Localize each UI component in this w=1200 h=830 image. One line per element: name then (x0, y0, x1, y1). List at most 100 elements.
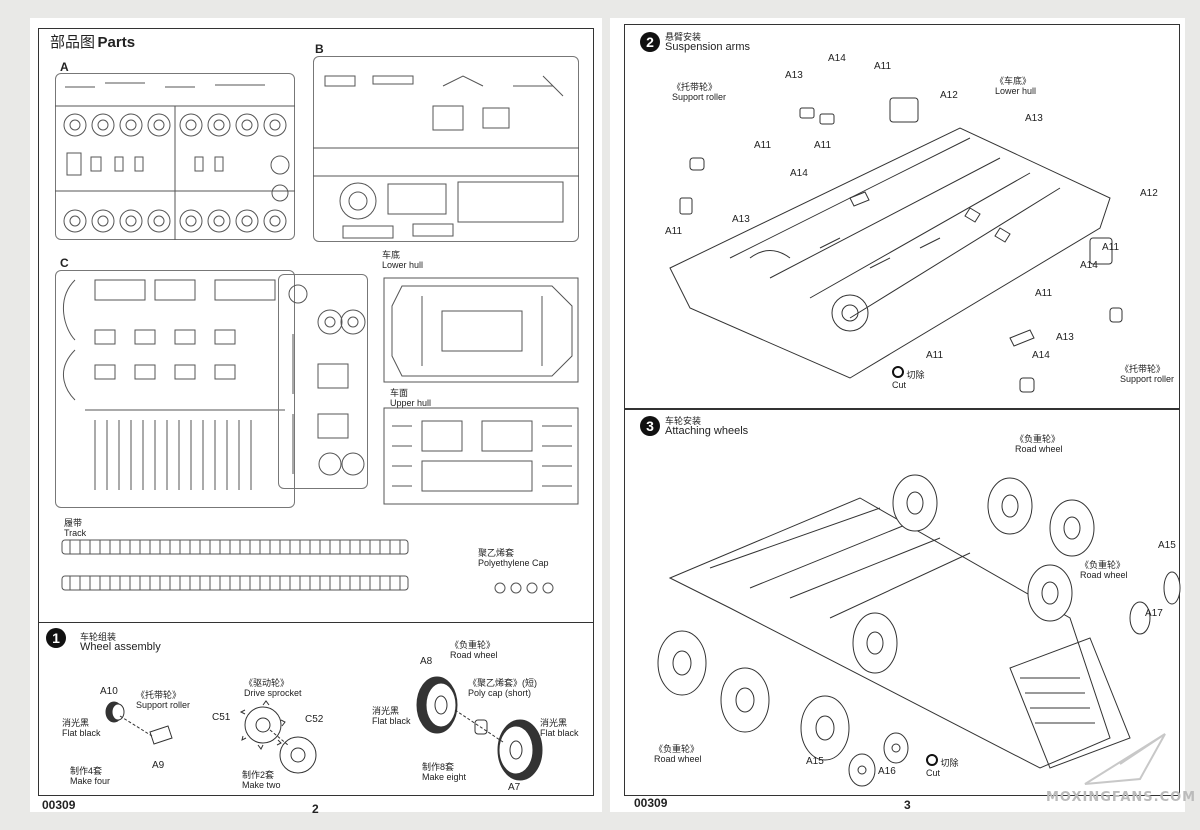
step2-part-a13-4: A13 (1056, 332, 1074, 343)
sprue-b-frame (313, 56, 579, 242)
kit-code-right: 00309 (634, 796, 668, 810)
left-page: 部品图 Parts A B C (30, 18, 602, 816)
support-roller-label: 《托带轮》 Support roller (136, 690, 190, 710)
part-c52: C52 (305, 714, 324, 725)
step2-part-a11-5: A11 (1102, 242, 1120, 253)
step2-frame (624, 24, 1180, 409)
sprue-letter-c: C (60, 256, 69, 270)
scissors-cut-icon (892, 366, 904, 378)
step2-part-a12-2: A12 (1140, 188, 1158, 199)
step3-road-wheel-bottom-cn: 《负重轮》 (654, 744, 700, 754)
sprue-letter-a: A (60, 60, 69, 74)
step3-title: 车轮安装 Attaching wheels (665, 416, 749, 437)
step2-part-a11-3: A11 (814, 140, 832, 151)
part-a10: A10 (100, 686, 118, 697)
sprue-letter-b: B (315, 42, 324, 56)
support-roller-en: Support roller (136, 700, 191, 710)
step2-support-roller-bottom: 《托带轮》 Support roller (1120, 364, 1174, 384)
step2-part-a14-3: A14 (1080, 260, 1098, 271)
step2-part-a13-3: A13 (732, 214, 750, 225)
part-a8: A8 (420, 656, 433, 667)
part-a7: A7 (508, 782, 521, 793)
track-en: Track (64, 528, 87, 538)
step2-support-roller-top: 《托带轮》 Support roller (672, 82, 726, 102)
step3-road-wheel-mid: 《负重轮》 Road wheel (1080, 560, 1128, 580)
watermark-text: MOXINGFANS.COM (1046, 790, 1197, 805)
flat-black-3-en: Flat black (540, 728, 579, 738)
step2-part-a11-6: A11 (1035, 288, 1053, 299)
poly-cap-label: 聚乙烯套 Polyethylene Cap (478, 548, 549, 568)
upper-hull-cn: 车面 (390, 388, 409, 398)
road-wheel-icon (416, 676, 543, 781)
step2-part-a14-2: A14 (790, 168, 808, 179)
step3-part-a15-top: A15 (1158, 540, 1176, 551)
step2-support-roller-top-cn: 《托带轮》 (672, 82, 718, 92)
parts-title-en: Parts (97, 34, 136, 51)
sprue-c-small-drawing (288, 284, 366, 476)
support-roller-icon (105, 701, 173, 745)
step3-part-a16: A16 (878, 766, 896, 777)
lower-hull-cn: 车底 (382, 250, 401, 260)
step2-part-a11-7: A11 (926, 350, 944, 361)
make-two-label: 制作2套 Make two (242, 770, 281, 790)
step1-title-cn: 车轮组装 (80, 632, 117, 642)
step3-road-wheel-top-cn: 《负重轮》 (1015, 434, 1061, 444)
lower-hull-label: 车底 Lower hull (382, 250, 423, 270)
step3-title-cn: 车轮安装 (665, 416, 702, 426)
step2-part-a13-2: A13 (1025, 113, 1043, 124)
step3-part-a17: A17 (1145, 608, 1163, 619)
watermark-logo (1084, 733, 1166, 785)
step3-road-wheel-top-en: Road wheel (1015, 444, 1063, 454)
make-eight-label: 制作8套 Make eight (422, 762, 466, 782)
step3-cut-cn: 切除 (940, 758, 959, 768)
step2-title: 悬臂安装 Suspension arms (665, 32, 750, 53)
step2-part-a13-1: A13 (785, 70, 803, 81)
upper-hull-label: 车面 Upper hull (390, 388, 431, 408)
step2-cut-en: Cut (892, 380, 907, 390)
road-wheel-cn: 《负重轮》 (450, 640, 496, 650)
road-wheel-en: Road wheel (450, 650, 498, 660)
step3-title-en: Attaching wheels (665, 425, 749, 437)
poly-cap-short-label: 《聚乙烯套》(短) Poly cap (short) (468, 678, 537, 698)
step2-part-a12-1: A12 (940, 90, 958, 101)
step3-part-a15-bottom: A15 (806, 756, 824, 767)
flat-black-3-label: 消光黑 Flat black (540, 718, 579, 738)
page-number-left: 2 (312, 802, 319, 816)
sprue-c-frame (55, 270, 295, 508)
step3-road-wheel-bottom-en: Road wheel (654, 754, 702, 764)
flat-black-1-label: 消光黑 Flat black (62, 718, 101, 738)
upper-hull-en: Upper hull (390, 398, 432, 408)
sprue-b-drawing (313, 75, 579, 239)
poly-cap-en: Polyethylene Cap (478, 558, 549, 568)
step1-frame (38, 622, 594, 796)
parts-title-cn: 部品图 (50, 34, 96, 51)
step3-road-wheel-mid-cn: 《负重轮》 (1080, 560, 1126, 570)
flat-black-1-en: Flat black (62, 728, 101, 738)
poly-cap-drawing (494, 582, 554, 594)
lower-hull-drawing (383, 277, 579, 383)
drive-sprocket-cn: 《驱动轮》 (244, 678, 290, 688)
flat-black-2-en: Flat black (372, 716, 411, 726)
step2-cut-cn: 切除 (906, 370, 925, 380)
track-cn: 履带 (64, 518, 83, 528)
drive-sprocket-label: 《驱动轮》 Drive sprocket (244, 678, 302, 698)
sprue-c-drawing (62, 279, 285, 490)
step2-part-a11-2: A11 (754, 140, 772, 151)
make-four-en: Make four (70, 776, 111, 786)
step2-lower-hull-label: 《车底》 Lower hull (995, 76, 1036, 96)
step2-title-cn: 悬臂安装 (665, 32, 702, 42)
step2-part-a14-4: A14 (1032, 350, 1050, 361)
drive-sprocket-en: Drive sprocket (244, 688, 302, 698)
step2-part-a14-1: A14 (828, 53, 846, 64)
poly-cap-short-cn: 《聚乙烯套》(短) (468, 678, 537, 688)
step3-hull-drawing (668, 497, 1131, 769)
step3-road-wheel-mid-en: Road wheel (1080, 570, 1128, 580)
lower-hull-en: Lower hull (382, 260, 424, 270)
track-drawing (61, 539, 409, 591)
step2-cut-label: 切除 Cut (892, 366, 925, 390)
flat-black-2-cn: 消光黑 (372, 706, 400, 716)
step2-lower-hull-cn: 《车底》 (995, 76, 1032, 86)
page-number-right: 3 (904, 798, 911, 812)
make-two-en: Make two (242, 780, 281, 790)
kit-code-left: 00309 (42, 798, 76, 812)
